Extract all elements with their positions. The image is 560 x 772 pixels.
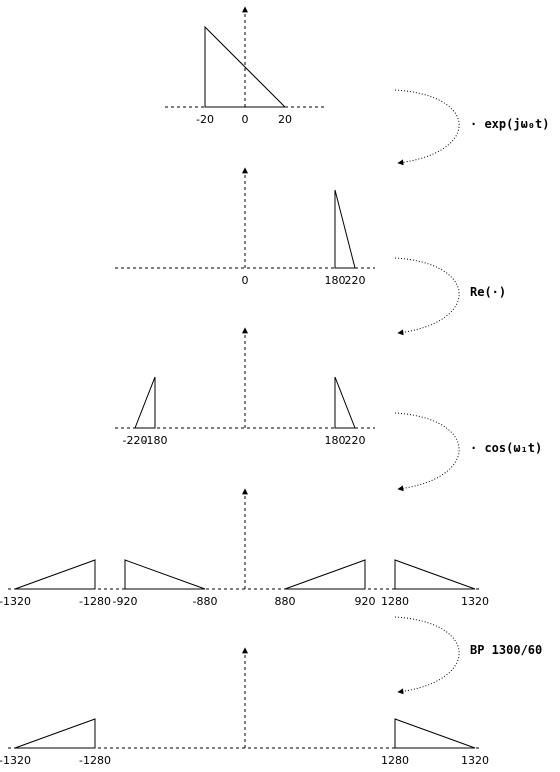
tick-label: 1280 (381, 595, 409, 608)
tick-label: -1320 (0, 754, 31, 767)
spectrum-panel-baseband: -20 0 20 (165, 6, 325, 126)
operation-label: Re(·) (470, 285, 506, 299)
tick-label: -1280 (79, 754, 111, 767)
spectrum-triangle (334, 376, 356, 429)
spectrum-triangle (394, 718, 476, 749)
spectrum-triangle (124, 559, 206, 590)
tick-label: 1320 (461, 754, 489, 767)
spectrum-triangle (134, 376, 156, 429)
tick-label: 220 (345, 434, 366, 447)
curved-arrow (394, 257, 460, 336)
tick-label: 180 (325, 274, 346, 287)
operation-step: · cos(ω₁t) (394, 412, 542, 492)
tick-label: 920 (355, 595, 376, 608)
curved-arrow (394, 412, 460, 492)
tick-label: -20 (196, 113, 214, 126)
spectrum-triangle (334, 189, 356, 269)
tick-label: 0 (242, 113, 249, 126)
operation-step: Re(·) (394, 257, 506, 336)
tick-label: -1320 (0, 595, 31, 608)
spectrum-panel-modulated: -1320 -1280-920 -880 880 920 1280 1320 (0, 488, 489, 608)
operation-step: BP 1300/60 (394, 616, 542, 695)
tick-label: -1280 (79, 595, 111, 608)
tick-label: 220 (345, 274, 366, 287)
spectrum-triangle (284, 559, 366, 590)
operation-label: · cos(ω₁t) (470, 441, 542, 455)
spectrum-triangle (14, 718, 96, 749)
tick-label: 180 (325, 434, 346, 447)
tick-label: 1280 (381, 754, 409, 767)
curved-arrow (394, 616, 460, 695)
tick-label: -920 (113, 595, 138, 608)
operation-step: · exp(jω₀t) (394, 89, 549, 166)
tick-label: -880 (193, 595, 218, 608)
tick-label: -180 (143, 434, 168, 447)
operation-label: · exp(jω₀t) (470, 117, 549, 131)
spectrum-triangle (204, 25, 287, 108)
tick-label: -220 (123, 434, 148, 447)
operation-label: BP 1300/60 (470, 643, 542, 657)
tick-label: 1320 (461, 595, 489, 608)
curved-arrow (394, 89, 460, 166)
spectrum-triangle (14, 559, 96, 590)
spectrum-panel-bandpass: -1320 -1280 1280 1320 (0, 647, 489, 767)
tick-label: 0 (242, 274, 249, 287)
tick-label: 20 (278, 113, 292, 126)
tick-label: 880 (275, 595, 296, 608)
spectrum-triangle (394, 559, 476, 590)
